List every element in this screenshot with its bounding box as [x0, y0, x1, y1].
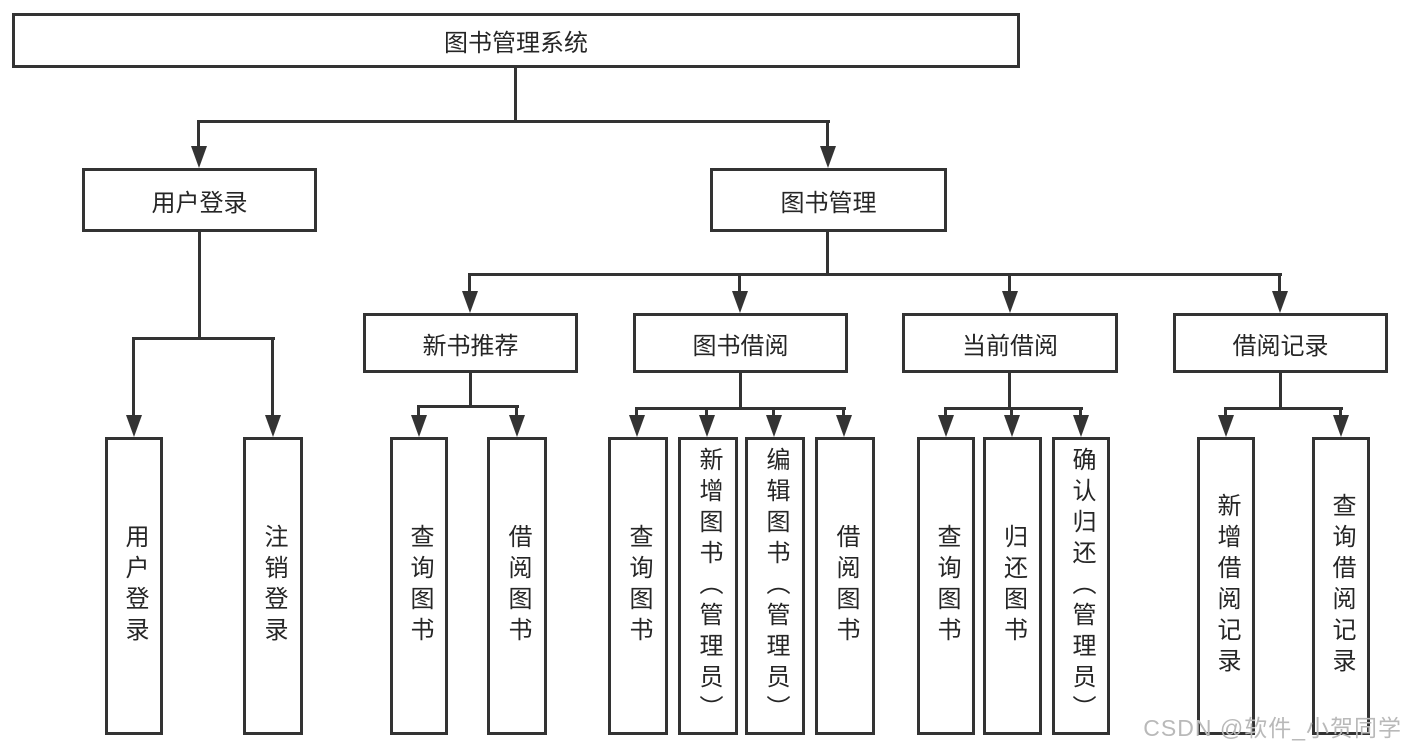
node-user-login: 用户登录 — [82, 168, 317, 232]
node-library-system: 图书管理系统 — [12, 13, 1020, 68]
arrow-down-icon — [1002, 273, 1018, 313]
leaf-query-books-borrow: 查询图书 — [608, 437, 668, 735]
node-book-borrowing: 图书借阅 — [633, 313, 848, 373]
connector-root-hline — [198, 120, 830, 123]
arrow-down-icon — [411, 405, 427, 437]
node-new-book-recommend: 新书推荐 — [363, 313, 578, 373]
connector-current-hline — [944, 407, 1083, 410]
leaf-borrow-books: 借阅图书 — [815, 437, 875, 735]
connector-root-vline — [514, 66, 517, 123]
leaf-query-books-current: 查询图书 — [917, 437, 975, 735]
connector-recommend-vline — [469, 371, 472, 407]
arrow-down-icon — [836, 407, 852, 437]
arrow-down-icon — [126, 337, 142, 437]
leaf-query-borrow-record: 查询借阅记录 — [1312, 437, 1370, 735]
connector-book-mgmt-hline — [469, 273, 1282, 276]
leaf-add-book-admin: 新增图书（管理员） — [678, 437, 738, 735]
arrow-down-icon — [462, 273, 478, 313]
connector-book-mgmt-vline — [826, 230, 829, 275]
connector-borrowing-vline — [739, 371, 742, 410]
leaf-confirm-return-admin: 确认归还（管理员） — [1052, 437, 1110, 735]
arrow-down-icon — [265, 337, 281, 437]
leaf-logout: 注销登录 — [243, 437, 303, 735]
arrow-down-icon — [699, 407, 715, 437]
leaf-return-book: 归还图书 — [983, 437, 1042, 735]
csdn-watermark: CSDN @软件_小贺同学 — [1143, 715, 1402, 741]
arrow-down-icon — [1272, 273, 1288, 313]
connector-current-vline — [1008, 371, 1011, 410]
arrow-down-icon — [191, 120, 207, 168]
arrow-down-icon — [938, 407, 954, 437]
connector-user-login-vline — [198, 230, 201, 339]
arrow-down-icon — [1004, 407, 1020, 437]
leaf-query-books-recommend: 查询图书 — [390, 437, 448, 735]
connector-records-hline — [1224, 407, 1343, 410]
connector-records-vline — [1279, 371, 1282, 410]
node-current-borrowing: 当前借阅 — [902, 313, 1118, 373]
arrow-down-icon — [1073, 407, 1089, 437]
connector-borrowing-hline — [636, 407, 846, 410]
leaf-user-login: 用户登录 — [105, 437, 163, 735]
arrow-down-icon — [766, 407, 782, 437]
leaf-borrow-books-recommend: 借阅图书 — [487, 437, 547, 735]
node-borrowing-records: 借阅记录 — [1173, 313, 1388, 373]
leaf-add-borrow-record: 新增借阅记录 — [1197, 437, 1255, 735]
arrow-down-icon — [509, 405, 525, 437]
leaf-edit-book-admin: 编辑图书（管理员） — [745, 437, 805, 735]
arrow-down-icon — [1333, 407, 1349, 437]
arrow-down-icon — [732, 273, 748, 313]
connector-recommend-hline — [417, 405, 519, 408]
arrow-down-icon — [1218, 407, 1234, 437]
connector-user-login-hline — [132, 337, 275, 340]
arrow-down-icon — [820, 120, 836, 168]
node-book-management: 图书管理 — [710, 168, 947, 232]
arrow-down-icon — [629, 407, 645, 437]
